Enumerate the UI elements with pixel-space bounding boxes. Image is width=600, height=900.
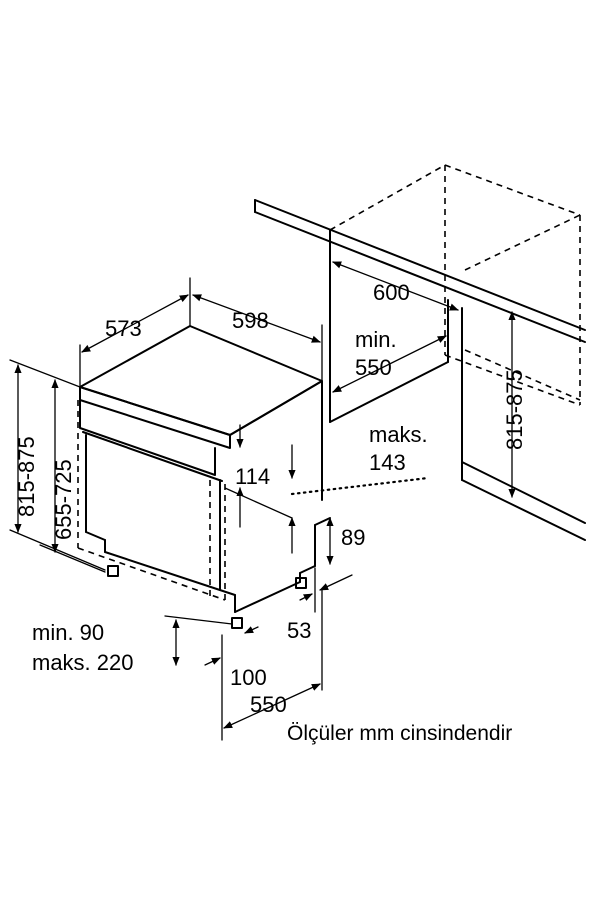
dim-100: 100 — [230, 665, 267, 690]
dim-53: 53 — [287, 618, 311, 643]
dim-815-875-left: 815-875 — [14, 436, 39, 517]
dim-maks-143-value: 143 — [369, 450, 406, 475]
dim-89: 89 — [341, 525, 365, 550]
dim-815-875-right: 815-875 — [502, 369, 527, 450]
dim-655-725: 655-725 — [51, 459, 76, 540]
units-note: Ölçüler mm cinsindendir — [287, 722, 512, 745]
dim-maks-143-label: maks. — [369, 422, 428, 447]
dim-114: 114 — [235, 464, 270, 489]
dim-min-550-value: 550 — [355, 355, 392, 380]
dim-598: 598 — [232, 308, 269, 333]
dimension-lines — [9, 261, 516, 741]
countertop — [254, 199, 586, 343]
installation-niche — [329, 164, 586, 541]
dim-min-550-label: min. — [355, 327, 397, 352]
dim-min-90: min. 90 — [32, 620, 104, 645]
dim-600: 600 — [373, 280, 410, 305]
dim-maks-220: maks. 220 — [32, 650, 134, 675]
dim-550: 550 — [250, 692, 287, 717]
dishwasher-body — [77, 325, 331, 629]
dim-573: 573 — [105, 316, 142, 341]
